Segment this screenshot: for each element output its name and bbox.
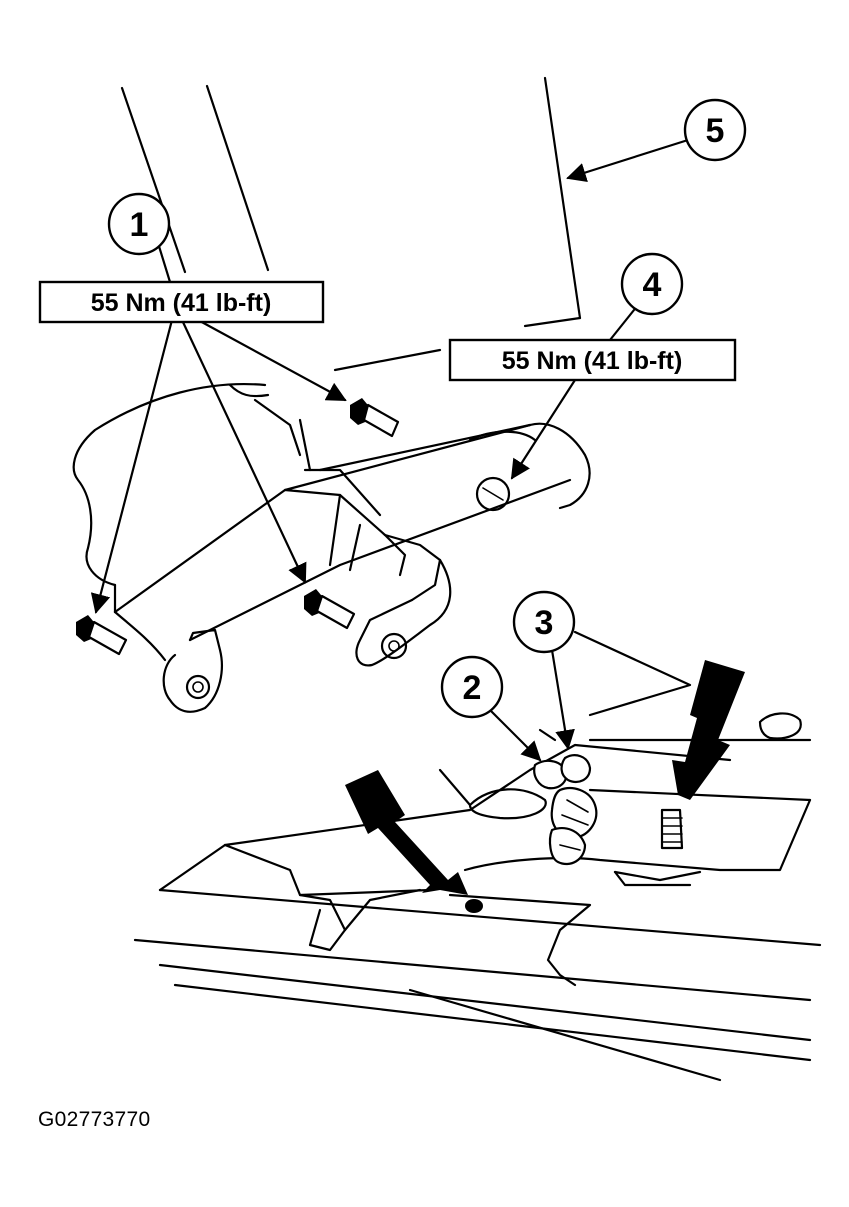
frame-lines [120,76,582,372]
callout-5-label: 5 [706,112,725,150]
floor-panel [133,712,822,1082]
torque-label-middle: 55 Nm (41 lb-ft) [448,338,737,382]
torque-text-middle: 55 Nm (41 lb-ft) [502,347,683,375]
torque-text-upper: 55 Nm (41 lb-ft) [91,289,272,317]
bolt-left [76,615,128,656]
bolt-upper [350,398,400,438]
torque-label-upper: 55 Nm (41 lb-ft) [38,280,325,324]
leader-lines [90,138,692,762]
indicator-arrow-right [672,660,745,800]
callout-1-label: 1 [130,206,149,244]
indicator-arrow-left [345,770,468,895]
callout-3: 3 [512,590,576,654]
callout-5: 5 [683,98,747,162]
callout-4-label: 4 [643,266,662,304]
callout-3-label: 3 [535,604,554,642]
callout-2: 2 [440,655,504,719]
hinge-bracket-assembly [72,382,591,713]
callout-1: 1 [107,192,171,256]
callout-2-label: 2 [463,669,482,707]
figure-id: G02773770 [38,1108,151,1131]
bolt-middle [304,589,356,630]
callout-4: 4 [620,252,684,316]
